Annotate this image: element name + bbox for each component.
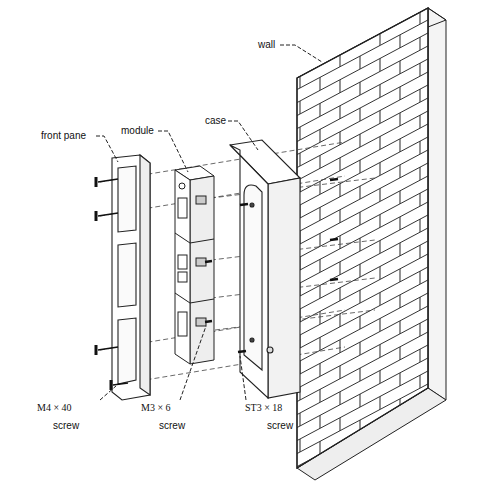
part-label: module [120,125,155,137]
module-drawing [175,166,214,364]
part-label: screw [158,420,186,432]
case-drawing [230,140,300,398]
screw-size-label: M4 × 40 [36,402,73,414]
part-label: screw [52,420,80,432]
screws [96,177,338,390]
leader-lines [96,45,322,400]
screw-size-label: ST3 × 18 [244,402,283,414]
wall-drawing [290,0,446,480]
part-label: front pane [40,130,87,142]
part-label: screw [266,420,294,432]
front-panel-drawing [112,155,150,400]
part-label: wall [257,39,276,51]
part-label: case [204,115,227,127]
screw-size-label: M3 × 6 [140,402,172,414]
